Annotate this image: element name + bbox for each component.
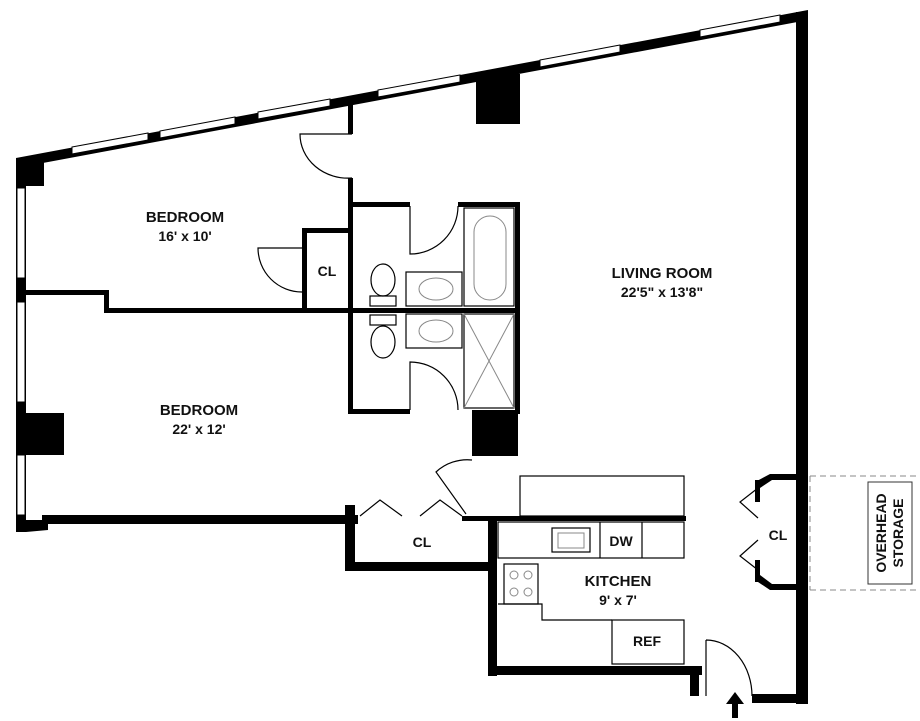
- closet-wall-bottom: [345, 562, 495, 571]
- upper-counter: [519, 475, 685, 517]
- exterior-walls: [16, 10, 808, 704]
- refrigerator: [611, 619, 685, 665]
- doors: [257, 133, 759, 697]
- bathroom-fixtures: [369, 207, 515, 409]
- window: [377, 74, 461, 98]
- kitchen-top-wall: [462, 516, 686, 521]
- vanity: [405, 313, 463, 349]
- bathtub: [463, 207, 515, 307]
- bedroom-living-wall: [348, 178, 353, 206]
- sink: [418, 277, 454, 301]
- entry-door: [705, 639, 753, 697]
- kitchen-wall-bottom: [488, 666, 702, 675]
- door-swing: [435, 459, 473, 515]
- window: [16, 301, 26, 403]
- column: [472, 410, 518, 456]
- bedroom-closet-label: CL: [318, 263, 337, 279]
- entry-arrow-icon: [726, 692, 744, 718]
- left-bottom-corner: [16, 520, 48, 532]
- bath-top-wall: [348, 202, 410, 207]
- right-wall: [796, 12, 808, 704]
- toilet-tank: [369, 295, 397, 307]
- bedroom-living-wall: [348, 104, 353, 134]
- window: [257, 98, 331, 120]
- bedroom-2-name: BEDROOM: [160, 402, 238, 419]
- overhead-storage: [809, 475, 920, 591]
- left-windows: [16, 187, 26, 516]
- window: [16, 187, 26, 279]
- storage-label-line1: OVERHEAD: [873, 493, 889, 572]
- living-room-name: LIVING ROOM: [612, 265, 713, 282]
- closet-wall-left: [345, 505, 355, 570]
- window: [71, 132, 149, 155]
- bifold-door: [739, 539, 759, 571]
- counter: [498, 603, 612, 621]
- entry-closet-wall: [755, 480, 760, 502]
- kitchen-dimensions: 9' x 7': [599, 592, 637, 608]
- window: [539, 44, 621, 68]
- columns: [16, 74, 520, 456]
- kitchen-sink: [551, 527, 591, 553]
- entry-closet-wall: [755, 560, 760, 582]
- toilet-tank: [369, 314, 397, 326]
- bedroom-2-dimensions: 22' x 12': [172, 421, 225, 437]
- top-windows: [71, 14, 781, 155]
- bifold-door: [739, 487, 759, 519]
- closet-wall: [302, 228, 307, 310]
- storage-label-line2: STORAGE: [890, 499, 906, 568]
- entry-step-left: [690, 666, 699, 696]
- door-swing: [409, 361, 459, 411]
- bedroom-divider: [104, 308, 352, 313]
- door-swing: [299, 133, 353, 179]
- kitchen-fixtures: [497, 475, 685, 665]
- toilet: [370, 263, 396, 297]
- entry-bottom-right: [752, 694, 808, 703]
- shower: [463, 313, 515, 409]
- bifold-door: [419, 499, 463, 517]
- refrigerator-label: REF: [633, 633, 661, 649]
- kitchen-wall-left: [488, 516, 497, 676]
- window: [16, 454, 26, 516]
- hall-closet-label: CL: [413, 534, 432, 550]
- entry-closet-wall: [755, 575, 800, 590]
- dishwasher-label: DW: [609, 533, 633, 549]
- interior-walls: [26, 104, 800, 590]
- labels: BEDROOM 16' x 10' CL LIVING ROOM 22'5" x…: [146, 209, 906, 649]
- living-room-dimensions: 22'5" x 13'8": [621, 284, 703, 300]
- bedroom-1-dimensions: 16' x 10': [158, 228, 211, 244]
- door-swing: [257, 247, 303, 293]
- bedroom-divider: [26, 290, 108, 295]
- bedroom-divider: [104, 290, 109, 312]
- storage-label-box: [867, 481, 913, 585]
- column: [20, 413, 64, 455]
- column: [476, 74, 520, 124]
- kitchen-name: KITCHEN: [585, 573, 652, 590]
- window: [699, 14, 781, 38]
- door-swing: [409, 205, 459, 255]
- vanity: [405, 271, 463, 307]
- lower-counter: [497, 521, 685, 559]
- stove: [503, 563, 539, 605]
- bath-top-wall: [458, 202, 520, 207]
- bath-bottom-wall: [348, 409, 410, 414]
- bottom-wall-left: [42, 515, 358, 524]
- bifold-door: [359, 499, 403, 517]
- bedroom-1-name: BEDROOM: [146, 209, 224, 226]
- column: [16, 160, 44, 186]
- entry-closet-wall: [755, 474, 800, 488]
- bath-divider: [348, 308, 520, 313]
- sink: [418, 319, 454, 343]
- entry-closet-label: CL: [769, 527, 788, 543]
- bathtub-basin: [473, 215, 507, 301]
- toilet: [370, 325, 396, 359]
- window: [159, 116, 236, 139]
- closet-wall: [302, 228, 350, 233]
